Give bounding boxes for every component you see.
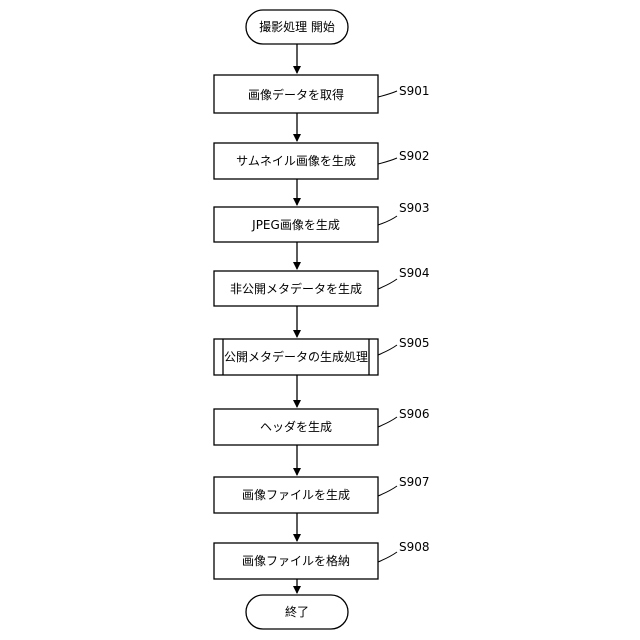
step-s906-label: ヘッダを生成 [260,419,332,434]
step-s905-leader [378,345,397,355]
step-s908-id: S908 [399,540,430,554]
step-s904-leader [378,279,397,289]
step-s908-label: 画像ファイルを格納 [242,553,350,568]
step-s905: 公開メタデータの生成処理 S905 [214,336,430,375]
step-s905-label: 公開メタデータの生成処理 [224,349,368,364]
step-s901-label: 画像データを取得 [248,87,344,102]
step-s907-id: S907 [399,475,430,489]
step-s907-leader [378,486,397,496]
step-s904: 非公開メタデータを生成 S904 [214,266,430,306]
end-terminal-label: 終了 [285,604,309,619]
step-s901-leader [378,91,397,97]
step-s903-id: S903 [399,201,430,215]
step-s901: 画像データを取得 S901 [214,75,430,113]
step-s908: 画像ファイルを格納 S908 [214,540,430,579]
step-s902: サムネイル画像を生成 S902 [214,143,430,179]
step-s906-id: S906 [399,407,430,421]
step-s902-leader [378,158,397,164]
step-s907-label: 画像ファイルを生成 [242,488,350,502]
step-s902-label: サムネイル画像を生成 [236,154,356,168]
step-s904-label: 非公開メタデータを生成 [230,281,362,296]
end-terminal: 終了 [246,595,348,629]
step-s908-leader [378,552,397,562]
step-s904-id: S904 [399,266,430,280]
step-s901-id: S901 [399,84,430,98]
step-s902-id: S902 [399,149,430,163]
step-s903: JPEG画像を生成 S903 [214,201,430,242]
step-s903-label: JPEG画像を生成 [251,218,340,232]
step-s905-id: S905 [399,336,430,350]
start-terminal: 撮影処理 開始 [246,10,348,44]
start-terminal-label: 撮影処理 開始 [259,20,335,34]
step-s906-leader [378,417,397,427]
step-s906: ヘッダを生成 S906 [214,407,430,445]
step-s907: 画像ファイルを生成 S907 [214,475,430,513]
step-s903-leader [378,216,397,225]
